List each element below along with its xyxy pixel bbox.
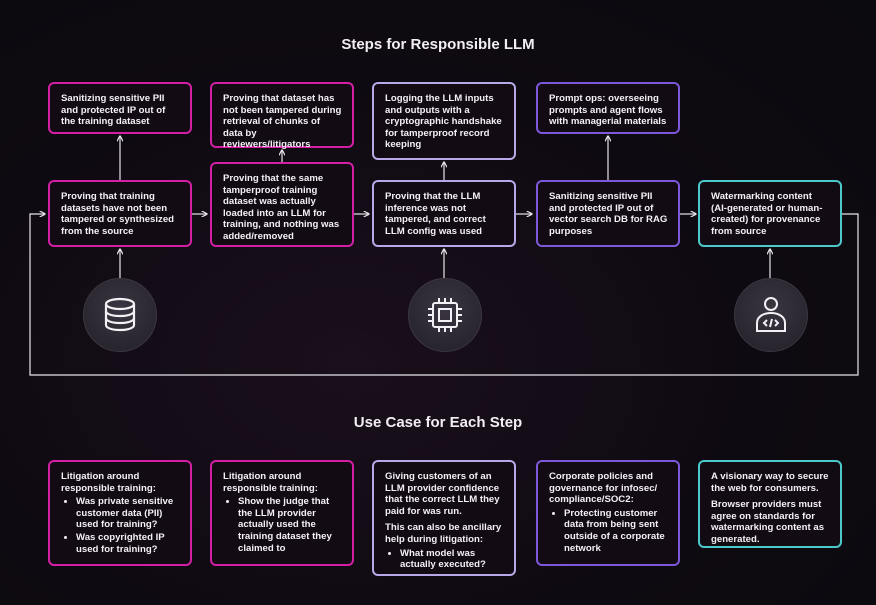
list-item: What model was actually executed?: [400, 548, 504, 571]
database-icon: [104, 297, 136, 332]
step-box-1-text: Proving that training datasets have not …: [61, 191, 175, 237]
step-box-3-text: Proving that the LLM inference was not t…: [385, 191, 486, 237]
step-box-5: Watermarking content (AI-generated or hu…: [698, 180, 842, 247]
use-case-4-intro: Corporate policies and governance for in…: [549, 471, 658, 506]
use-case-3-intro2: This can also be ancillary help during l…: [385, 522, 502, 545]
top-box-1-text: Sanitizing sensitive PII and protected I…: [61, 93, 166, 128]
use-case-3-intro: Giving customers of an LLM provider conf…: [385, 471, 500, 517]
use-case-2-list: Show the judge that the LLM provider act…: [223, 496, 342, 554]
step-box-4-text: Sanitizing sensitive PII and protected I…: [549, 191, 668, 237]
list-item: Protecting customer data from being sent…: [564, 508, 668, 554]
developer-circle: [734, 278, 808, 352]
top-box-3-text: Logging the LLM inputs and outputs with …: [385, 93, 502, 151]
top-box-2: Proving that dataset has not been tamper…: [210, 82, 354, 151]
use-case-box-4: Corporate policies and governance for in…: [536, 460, 680, 566]
database-circle: [83, 278, 157, 352]
top-box-3: Logging the LLM inputs and outputs with …: [372, 82, 516, 160]
use-case-4-list: Protecting customer data from being sent…: [549, 508, 668, 554]
step-box-4: Sanitizing sensitive PII and protected I…: [536, 180, 680, 247]
use-case-box-2: Litigation around responsible training: …: [210, 460, 354, 566]
top-box-4: Prompt ops: overseeing prompts and agent…: [536, 82, 680, 134]
chip-circle: [408, 278, 482, 352]
use-case-1-intro: Litigation around responsible training:: [61, 471, 156, 494]
use-case-box-5: A visionary way to secure the web for co…: [698, 460, 842, 548]
step-box-3: Proving that the LLM inference was not t…: [372, 180, 516, 247]
feedback-loop: [29, 214, 859, 376]
top-box-4-text: Prompt ops: overseeing prompts and agent…: [549, 93, 667, 128]
top-box-1: Sanitizing sensitive PII and protected I…: [48, 82, 192, 134]
chip-icon: [428, 298, 462, 332]
use-case-1-list: Was private sensitive customer data (PII…: [61, 496, 180, 555]
steps-title: Steps for Responsible LLM: [341, 36, 535, 53]
step-box-1: Proving that training datasets have not …: [48, 180, 192, 247]
use-case-5-p2: Browser providers must agree on standard…: [711, 499, 825, 545]
top-box-2-text: Proving that dataset has not been tamper…: [223, 93, 342, 151]
use-case-5-p1: A visionary way to secure the web for co…: [711, 471, 829, 494]
step-box-5-text: Watermarking content (AI-generated or hu…: [711, 191, 823, 237]
use-case-title: Use Case for Each Step: [353, 414, 523, 431]
use-case-3-list: What model was actually executed?: [385, 548, 504, 571]
step-box-2-text: Proving that the same tamperproof traini…: [223, 173, 340, 242]
list-item: Was copyrighted IP used for training?: [76, 532, 180, 555]
list-item: Show the judge that the LLM provider act…: [238, 496, 342, 554]
use-case-2-intro: Litigation around responsible training:: [223, 471, 318, 494]
step-box-2: Proving that the same tamperproof traini…: [210, 162, 354, 247]
list-item: Was private sensitive customer data (PII…: [76, 496, 180, 531]
use-case-box-1: Litigation around responsible training: …: [48, 460, 192, 566]
developer-icon: [756, 297, 786, 332]
use-case-box-3: Giving customers of an LLM provider conf…: [372, 460, 516, 576]
